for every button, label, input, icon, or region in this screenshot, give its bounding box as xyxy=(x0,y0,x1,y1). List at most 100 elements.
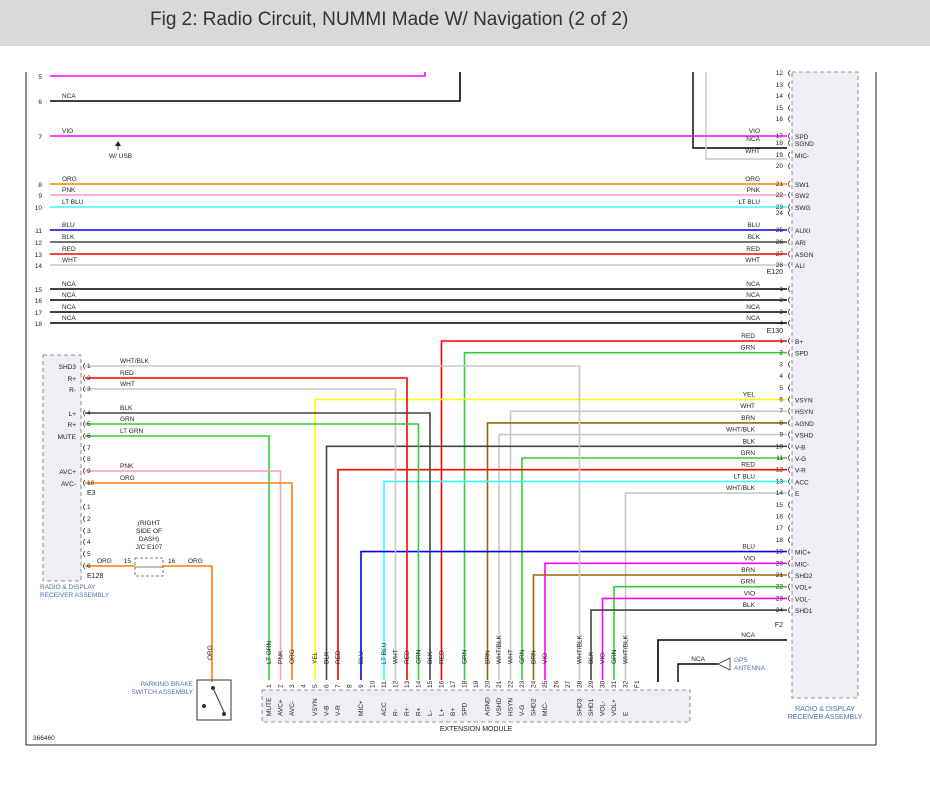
row-pin-number: 1 xyxy=(779,286,783,293)
parking-brake-label: PARKING BRAKE xyxy=(140,681,193,688)
e130-wire-color: VIO xyxy=(744,590,755,597)
e3-pin-mark xyxy=(83,420,86,428)
row-left-color: NCA xyxy=(62,292,76,299)
wire-e3-6 xyxy=(85,435,270,680)
ext-wire-color: BLU xyxy=(358,651,365,664)
wire-sgnd xyxy=(692,72,787,149)
ext-wire-color: WHT/BLK xyxy=(623,634,630,664)
row-pin-number: 26 xyxy=(776,239,784,246)
ext-pin-signal: R+ xyxy=(404,707,411,716)
e130-pin-signal: AGND xyxy=(795,421,814,428)
e130-wire-color: VIO xyxy=(744,555,755,562)
e3-pin-mark xyxy=(83,409,86,417)
e3-pin-signal: R+ xyxy=(68,376,77,383)
e130-wire-color: BLK xyxy=(743,602,756,609)
row-left-color: NCA xyxy=(62,315,76,322)
e130-pin-number: 18 xyxy=(776,537,784,544)
ext-wire-color: WHT/BLK xyxy=(577,634,584,664)
row-pin-signal: SW1 xyxy=(795,182,809,189)
e130-pin-number: 13 xyxy=(776,478,784,485)
ext-pin-signal: SPD xyxy=(462,702,469,716)
row-pin-mark xyxy=(788,285,791,293)
e130-pin-mark xyxy=(788,361,791,368)
left-receiver-label: RADIO & DISPLAY xyxy=(40,584,96,591)
ext-pin-number: 31 xyxy=(611,680,618,688)
row-pin-mark xyxy=(788,191,791,199)
row-right-color: BLK xyxy=(748,234,761,241)
ext-pin-signal: VSHD xyxy=(496,698,503,716)
e130-pin-mark xyxy=(788,548,791,555)
e130-pin-signal: V-R xyxy=(795,468,806,475)
row-left-color: BLK xyxy=(62,234,75,241)
ext-wire-color: GRN xyxy=(611,649,618,664)
ext-pin-signal: L- xyxy=(427,710,434,716)
top-right-pin-number: 16 xyxy=(776,116,784,123)
ext-pin-signal: SHD1 xyxy=(588,698,595,716)
top-right-wire-color: NCA xyxy=(746,136,760,143)
top-right-pin-signal: MIC- xyxy=(795,153,809,160)
row-pin-mark xyxy=(788,203,791,211)
e130-pin-signal: SHD1 xyxy=(795,608,813,615)
e130-pin-mark xyxy=(788,595,791,602)
wire-e130-2 xyxy=(463,351,787,680)
junction-label: J/C E107 xyxy=(136,544,163,551)
row-right-color: WHT xyxy=(745,257,760,264)
e130-pin-number: 23 xyxy=(776,595,784,602)
row-pin-mark xyxy=(788,319,791,327)
ext-pin-number: 14 xyxy=(416,680,423,688)
e130-pin-mark xyxy=(788,583,791,590)
gps-antenna-label: ANTENNA xyxy=(734,665,766,672)
e130-pin-mark xyxy=(788,571,791,579)
ext-wire-color: BRN xyxy=(531,650,538,664)
connector-f2-label: F2 xyxy=(775,622,783,629)
e130-wire-color: BLK xyxy=(743,438,756,445)
e130-pin-signal: ACC xyxy=(795,479,809,486)
junction-pin-in: 15 xyxy=(124,558,132,565)
e130-pin-signal: VSHD xyxy=(795,433,813,440)
row-pin-number: 25 xyxy=(776,227,784,234)
row-pin-mark xyxy=(788,296,791,304)
ext-pin-signal: B+ xyxy=(450,708,457,716)
wire-e130-13 xyxy=(383,480,787,680)
e3-pin-mark xyxy=(83,444,86,452)
row-pin-signal: ALI xyxy=(795,263,805,270)
ext-wire-color: VIO xyxy=(542,653,549,664)
wire-gps xyxy=(677,663,718,682)
ext-pin-number: 20 xyxy=(485,680,492,688)
e130-wire-color: WHT xyxy=(740,403,755,410)
connector-e128-label: E128 xyxy=(87,573,103,580)
ext-pin-signal: V-R xyxy=(335,705,342,716)
e130-pin-mark xyxy=(788,431,791,438)
row-pin-number: 2 xyxy=(779,297,783,304)
ext-wire-color: GRN xyxy=(462,649,469,664)
extension-module-label: EXTENSION MODULE xyxy=(440,726,513,733)
extension-module-box xyxy=(261,689,691,723)
ext-pin-number: 19 xyxy=(473,680,480,688)
e130-wire-color: BRN xyxy=(741,415,755,422)
e130-pin-mark xyxy=(788,372,791,380)
row-right-color: NCA xyxy=(746,292,760,299)
ext-wire-color: PNK xyxy=(278,650,285,664)
e130-pin-number: 9 xyxy=(779,432,783,439)
ext-wire-color: RED xyxy=(439,650,446,664)
e130-pin-number: 17 xyxy=(776,525,784,532)
title-bar: Fig 2: Radio Circuit, NUMMI Made W/ Navi… xyxy=(0,0,930,46)
row-pin-number: 4 xyxy=(779,320,783,327)
top-right-pin-mark xyxy=(788,104,791,112)
e130-wire-color: BLU xyxy=(742,544,755,551)
top-right-pin-number: 20 xyxy=(776,163,784,170)
top-right-pin-number: 14 xyxy=(776,93,784,100)
e130-pin-mark xyxy=(788,419,791,427)
wire-e130-22 xyxy=(613,585,787,680)
e128-pin-mark xyxy=(83,527,86,535)
top-right-pin-number: 19 xyxy=(776,152,784,159)
e130-wire-color: YEL xyxy=(743,392,756,399)
top-right-pin-number: 24 xyxy=(776,210,784,217)
e130-pin-signal: MIC+ xyxy=(795,550,811,557)
wire-row-6 xyxy=(50,72,461,102)
row-right-color: NCA xyxy=(746,315,760,322)
ext-wire-color: LT BLU xyxy=(381,642,388,664)
row-number: 16 xyxy=(35,298,43,305)
top-right-pin-mark xyxy=(788,162,791,170)
switch-lever xyxy=(212,687,225,713)
